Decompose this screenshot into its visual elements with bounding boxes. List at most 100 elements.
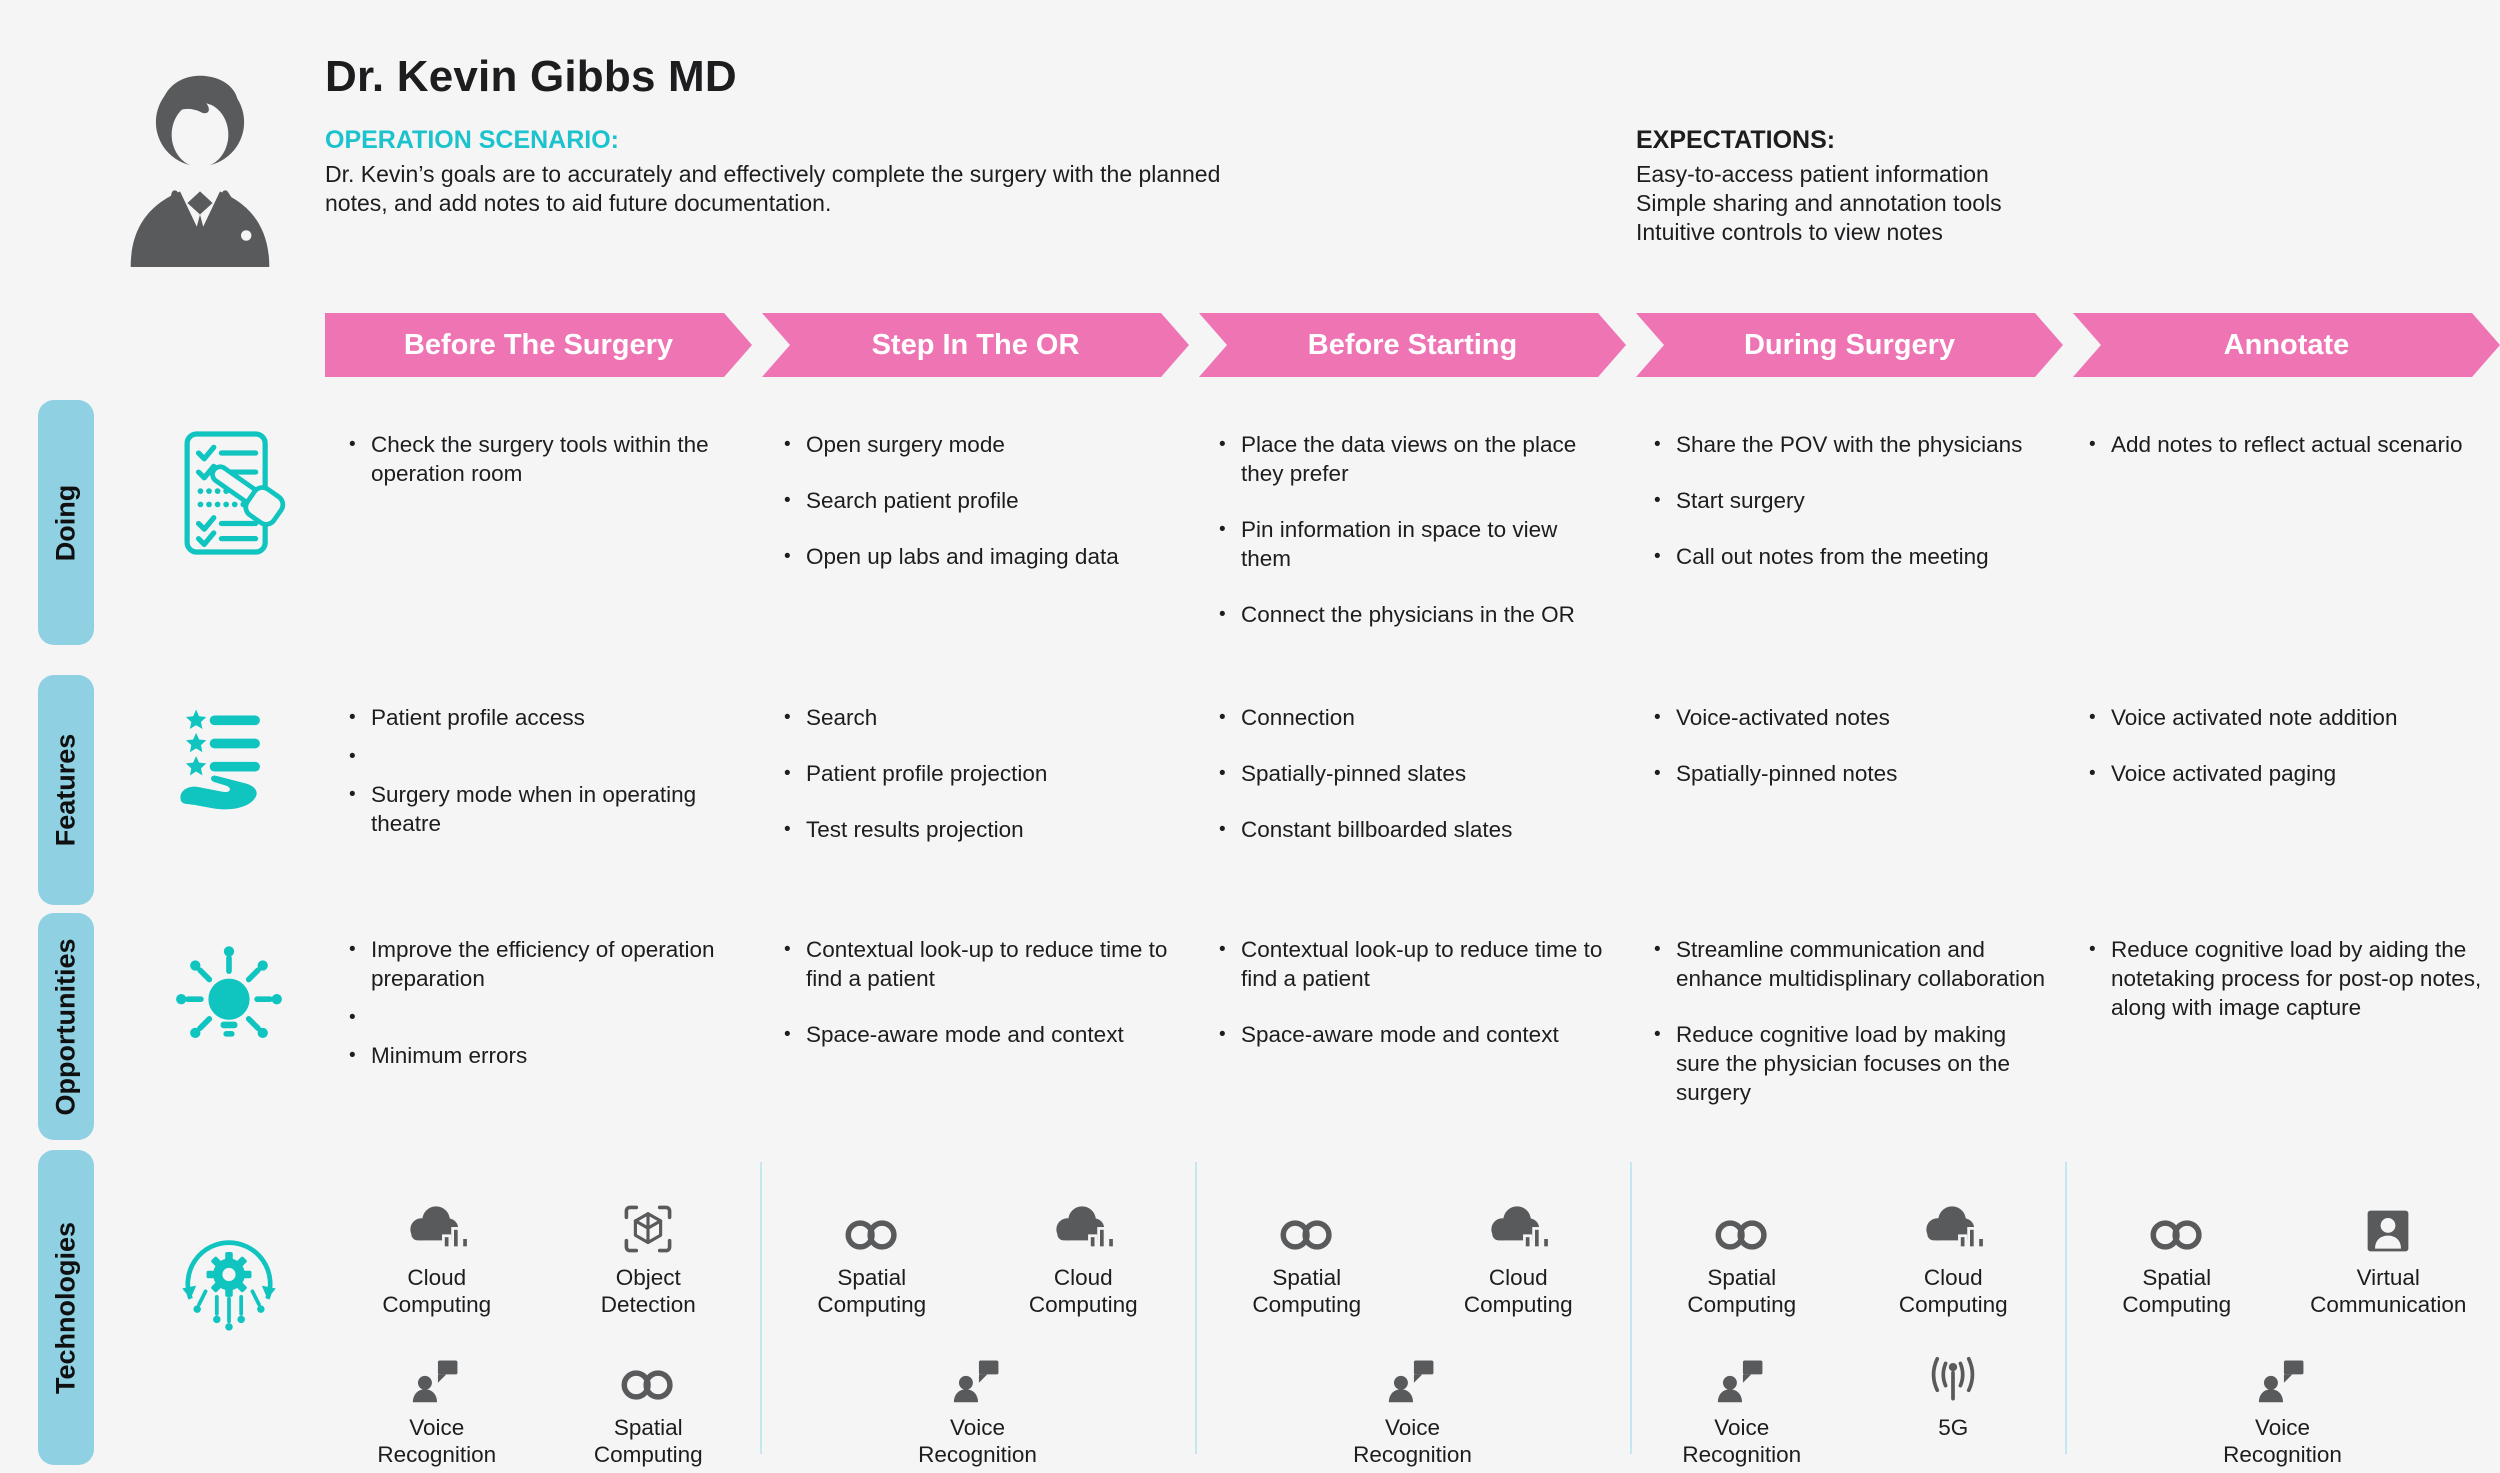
bullet-dot: • xyxy=(784,546,791,567)
voice-recognition-icon xyxy=(409,1348,465,1406)
bullet-dot: • xyxy=(349,746,356,767)
opportunities-band: Opportunities • Improve the efficiency of… xyxy=(0,913,2500,1140)
spatial-computing-icon xyxy=(1709,1198,1775,1256)
tech-label: Spatial Computing xyxy=(593,1415,703,1467)
technologies-stage-2-cell: Spatial Computing Cloud Computing Voice … xyxy=(760,1198,1195,1468)
stage-banner-during-surgery: During Surgery xyxy=(1636,313,2063,377)
bullet-text: Check the surgery tools within the opera… xyxy=(371,432,709,486)
tech-label: Spatial Computing xyxy=(1687,1265,1797,1317)
bullet-text xyxy=(371,1003,742,1032)
bullet-dot: • xyxy=(349,784,356,805)
spatial-computing-icon xyxy=(615,1348,681,1406)
voice-recognition-icon xyxy=(1714,1348,1770,1406)
tech-label: Spatial Computing xyxy=(2122,1265,2232,1317)
bullet-text: Add notes to reflect actual scenario xyxy=(2111,432,2463,457)
tech-label: Voice Recognition xyxy=(1682,1415,1802,1467)
bullet-text: Contextual look-up to reduce time to fin… xyxy=(806,937,1168,991)
bullet-dot: • xyxy=(1219,1024,1226,1045)
tech-item-cloud-computing: Cloud Computing xyxy=(331,1198,543,1318)
bullet-dot: • xyxy=(784,939,791,960)
bullet-text: Patient profile projection xyxy=(806,761,1048,786)
virtual-communication-icon xyxy=(2363,1198,2413,1256)
journey-bullet-item: •Place the data views on the place they … xyxy=(1219,430,1612,488)
bullet-text: Share the POV with the physicians xyxy=(1676,432,2023,457)
doing-band: Doing • Check the surgery tools within th… xyxy=(0,400,2500,645)
bullet-dot: • xyxy=(1219,939,1226,960)
bullet-dot: • xyxy=(1219,707,1226,728)
journey-bullet-item: •Streamline communication and enhance mu… xyxy=(1654,935,2047,993)
bullet-dot: • xyxy=(784,434,791,455)
tech-label: Cloud Computing xyxy=(1463,1265,1573,1317)
journey-bullet-item: • Contextual look-up to reduce time to fi… xyxy=(784,935,1177,993)
bullet-text: Search patient profile xyxy=(806,488,1019,513)
object-detection-icon xyxy=(621,1198,675,1256)
journey-bullet-item: •Start surgery xyxy=(1654,486,2047,515)
bullet-dot: • xyxy=(784,1024,791,1045)
journey-bullet-item: •Call out notes from the meeting xyxy=(1654,542,2047,571)
stage-banner-step-in-the-or: Step In The OR xyxy=(762,313,1189,377)
tech-item-voice-recognition: Voice Recognition xyxy=(331,1348,543,1468)
bullet-text: Call out notes from the meeting xyxy=(1676,544,1989,569)
gear-process-icon xyxy=(166,1222,292,1340)
features-row-pill: Features xyxy=(38,675,94,905)
bullet-dot: • xyxy=(349,939,356,960)
bullet-text: Open surgery mode xyxy=(806,432,1005,457)
tech-label: Spatial Computing xyxy=(817,1265,927,1317)
cloud-computing-icon xyxy=(1047,1198,1119,1256)
tech-item-voice-recognition: Voice Recognition xyxy=(1636,1348,1848,1468)
technologies-stage-5-cell: Spatial Computing Virtual Communication … xyxy=(2065,1198,2500,1468)
technologies-stage-4-cell: Spatial Computing Cloud Computing Voice … xyxy=(1630,1198,2065,1468)
features-stage-3-cell: •Connection•Spatially-pinned slates•Cons… xyxy=(1195,703,1630,871)
bullet-text: Surgery mode when in operating theatre xyxy=(371,782,697,836)
technologies-band: Technologies Cloud Computing Object Dete… xyxy=(0,1150,2500,1468)
idea-bulb-icon xyxy=(166,943,292,1061)
bullet-text: Improve the efficiency of operation prep… xyxy=(371,937,715,991)
doing-grid: • Check the surgery tools within the oper… xyxy=(325,400,2500,656)
voice-recognition-icon xyxy=(950,1348,1006,1406)
journey-bullet-item: • xyxy=(349,1003,742,1032)
features-stage-1-cell: •Patient profile access••Surgery mode wh… xyxy=(325,703,760,871)
opportunities-row-pill: Opportunities xyxy=(38,913,94,1140)
bullet-text: Space-aware mode and context xyxy=(1241,1022,1559,1047)
expectation-line: Intuitive controls to view notes xyxy=(1636,219,1943,245)
journey-bullet-item: • Check the surgery tools within the oper… xyxy=(349,430,742,488)
operation-scenario-text: Dr. Kevin’s goals are to accurately and … xyxy=(325,161,1221,216)
cloud-computing-icon xyxy=(401,1198,473,1256)
opportunities-grid: • Improve the efficiency of operation pre… xyxy=(325,913,2500,1134)
stage-banner-label: During Surgery xyxy=(1743,328,1956,361)
bullet-text: Streamline communication and enhance mul… xyxy=(1676,937,2045,991)
bullet-text: Test results projection xyxy=(806,817,1024,842)
journey-bullet-item: •Connect the physicians in the OR xyxy=(1219,600,1612,629)
spatial-computing-icon xyxy=(1274,1198,1340,1256)
tech-column-divider xyxy=(1630,1162,1632,1454)
doing-stage-2-cell: •Open surgery mode•Search patient profil… xyxy=(760,430,1195,656)
tech-item-spatial-computing: Spatial Computing xyxy=(1636,1198,1848,1318)
bullet-dot: • xyxy=(1654,434,1661,455)
feature-list-hand-icon xyxy=(166,699,292,817)
persona-name: Dr. Kevin Gibbs MD xyxy=(325,52,737,101)
features-grid: •Patient profile access••Surgery mode wh… xyxy=(325,675,2500,871)
bullet-text: Space-aware mode and context xyxy=(806,1022,1124,1047)
tech-item-voice-recognition: Voice Recognition xyxy=(766,1348,1189,1468)
journey-bullet-item: •Add notes to reflect actual scenario xyxy=(2089,430,2482,459)
bullet-dot: • xyxy=(784,763,791,784)
tech-label: Spatial Computing xyxy=(1252,1265,1362,1317)
expectation-line: Simple sharing and annotation tools xyxy=(1636,190,2002,216)
bullet-dot: • xyxy=(1654,707,1661,728)
journey-bullet-item: •Search patient profile xyxy=(784,486,1177,515)
bullet-dot: • xyxy=(2089,707,2096,728)
tech-column-divider xyxy=(2065,1162,2067,1454)
opportunities-stage-1-cell: • Improve the efficiency of operation pre… xyxy=(325,935,760,1134)
tech-label: Cloud Computing xyxy=(1898,1265,2008,1317)
journey-bullet-item: •Spatially-pinned slates xyxy=(1219,759,1612,788)
tech-item-spatial-computing: Spatial Computing xyxy=(543,1348,755,1468)
bullet-dot: • xyxy=(784,819,791,840)
stage-banner-label: Annotate xyxy=(2223,328,2350,361)
tech-item-5g: 5G xyxy=(1848,1348,2060,1468)
bullet-dot: • xyxy=(349,434,356,455)
doing-row-label: Doing xyxy=(50,484,81,561)
journey-bullet-item: •Reduce cognitive load by aiding the not… xyxy=(2089,935,2482,1022)
journey-bullet-item: • Surgery mode when in operating theatre xyxy=(349,780,742,838)
tech-label: Cloud Computing xyxy=(1028,1265,1138,1317)
